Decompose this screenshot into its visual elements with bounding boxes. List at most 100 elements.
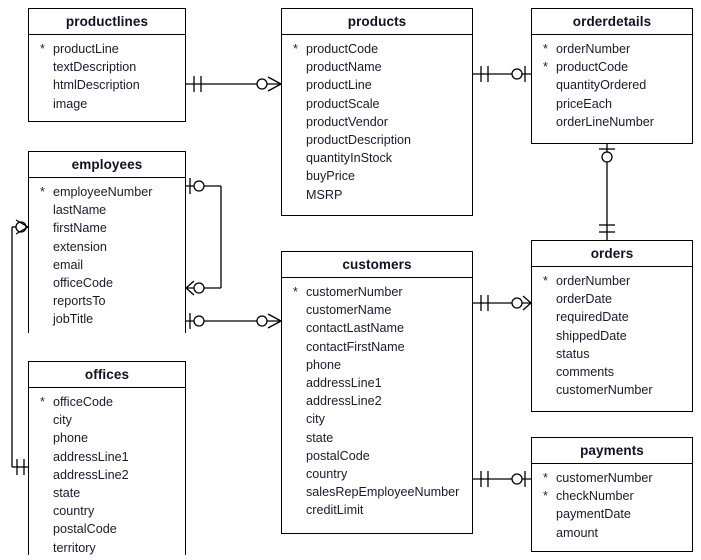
attribute-row[interactable]: paymentDate [532,505,692,523]
attribute-row[interactable]: status [532,345,692,363]
attribute-name: shippedDate [556,328,627,343]
attribute-name: reportsTo [53,294,106,309]
primary-key-marker-icon: * [543,489,548,504]
attribute-name: orderNumber [556,274,631,288]
attribute-row[interactable]: amount [532,524,692,542]
attribute-row[interactable]: postalCode [29,520,185,538]
attribute-name: productDescription [306,132,411,147]
attribute-row[interactable]: buyPrice [282,167,472,185]
entity-title-payments: payments [532,438,692,464]
attribute-row[interactable]: country [282,465,472,483]
attribute-row[interactable]: productVendor [282,113,472,131]
attribute-row[interactable]: contactLastName [282,319,472,337]
primary-key-marker-icon: * [543,274,548,288]
attribute-row[interactable]: lastName [29,201,185,219]
attribute-row[interactable]: phone [29,429,185,447]
attribute-row[interactable]: htmlDescription [29,76,185,94]
attribute-name: productCode [306,42,379,56]
attribute-row[interactable]: postalCode [282,447,472,465]
attribute-row[interactable]: *customerNumber [532,469,692,487]
relationship-offices-employees[interactable] [11,219,29,475]
attribute-name: jobTitle [53,312,94,327]
attribute-name: orderDate [556,292,613,307]
attribute-row[interactable]: *productCode [532,58,692,76]
attribute-name: territory [53,540,96,555]
attribute-row[interactable]: addressLine1 [282,374,472,392]
attribute-name: textDescription [53,60,137,75]
attribute-name: productCode [556,60,629,75]
attribute-name: phone [53,431,89,446]
attribute-row[interactable]: *orderNumber [532,40,692,58]
relationship-productlines-products[interactable] [186,76,282,92]
attribute-row[interactable]: addressLine2 [29,466,185,484]
relationship-orderdetails-orders[interactable] [599,144,615,240]
attribute-row[interactable]: orderDate [532,290,692,308]
attribute-row[interactable]: image [29,95,185,113]
attribute-row[interactable]: *checkNumber [532,487,692,505]
attribute-row[interactable]: city [29,411,185,429]
attribute-row[interactable]: customerName [282,301,472,319]
attribute-row[interactable]: phone [282,356,472,374]
attribute-row[interactable]: *employeeNumber [29,183,185,201]
entity-title-orders: orders [532,241,692,267]
attribute-row[interactable]: productScale [282,95,472,113]
attribute-row[interactable]: orderLineNumber [532,113,692,131]
relationship-products-orderdetails[interactable] [473,66,531,82]
attribute-row[interactable]: country [29,502,185,520]
attribute-row[interactable]: creditLimit [282,501,472,519]
attribute-row[interactable]: state [29,484,185,502]
attribute-name: lastName [53,203,107,218]
attribute-row[interactable]: email [29,256,185,274]
attribute-row[interactable]: extension [29,238,185,256]
attribute-row[interactable]: reportsTo [29,292,185,310]
attribute-row[interactable]: contactFirstName [282,338,472,356]
relationship-employees-customers[interactable] [186,313,282,329]
relationship-customers-orders[interactable] [473,295,532,311]
attribute-row[interactable]: customerNumber [532,381,692,399]
attribute-row[interactable]: productLine [282,76,472,94]
attribute-row[interactable]: city [282,410,472,428]
attribute-name: addressLine1 [53,449,129,464]
attribute-row[interactable]: firstName [29,219,185,237]
attribute-row[interactable]: territory [29,539,185,557]
attribute-row[interactable]: quantityOrdered [532,76,692,94]
attribute-row[interactable]: textDescription [29,58,185,76]
attribute-name: buyPrice [306,169,355,184]
attribute-name: employeeNumber [53,185,153,199]
attribute-row[interactable]: officeCode [29,274,185,292]
attribute-row[interactable]: productName [282,58,472,76]
attribute-name: salesRepEmployeeNumber [306,485,460,500]
attribute-row[interactable]: shippedDate [532,327,692,345]
attribute-row[interactable]: * productCode [282,40,472,58]
attribute-row[interactable]: requiredDate [532,308,692,326]
attribute-row[interactable]: addressLine1 [29,448,185,466]
attribute-row[interactable]: quantityInStock [282,149,472,167]
attribute-row[interactable]: *officeCode [29,393,185,411]
attribute-row[interactable]: salesRepEmployeeNumber [282,483,472,501]
attribute-name: postalCode [306,448,370,463]
primary-key-marker-icon: * [293,42,298,56]
attribute-row[interactable]: *customerNumber [282,283,472,301]
attribute-row[interactable]: * orderNumber [532,272,692,290]
attribute-row[interactable]: priceEach [532,95,692,113]
attribute-row[interactable]: comments [532,363,692,381]
relationship-customers-payments[interactable] [473,471,531,487]
relationship-employees-employees[interactable] [185,178,222,296]
attribute-row[interactable]: productDescription [282,131,472,149]
attribute-row[interactable]: addressLine2 [282,392,472,410]
attribute-row[interactable]: jobTitle [29,310,185,328]
attribute-row[interactable]: MSRP [282,186,472,204]
attribute-row[interactable]: state [282,429,472,447]
attribute-row[interactable]: *productLine [29,40,185,58]
